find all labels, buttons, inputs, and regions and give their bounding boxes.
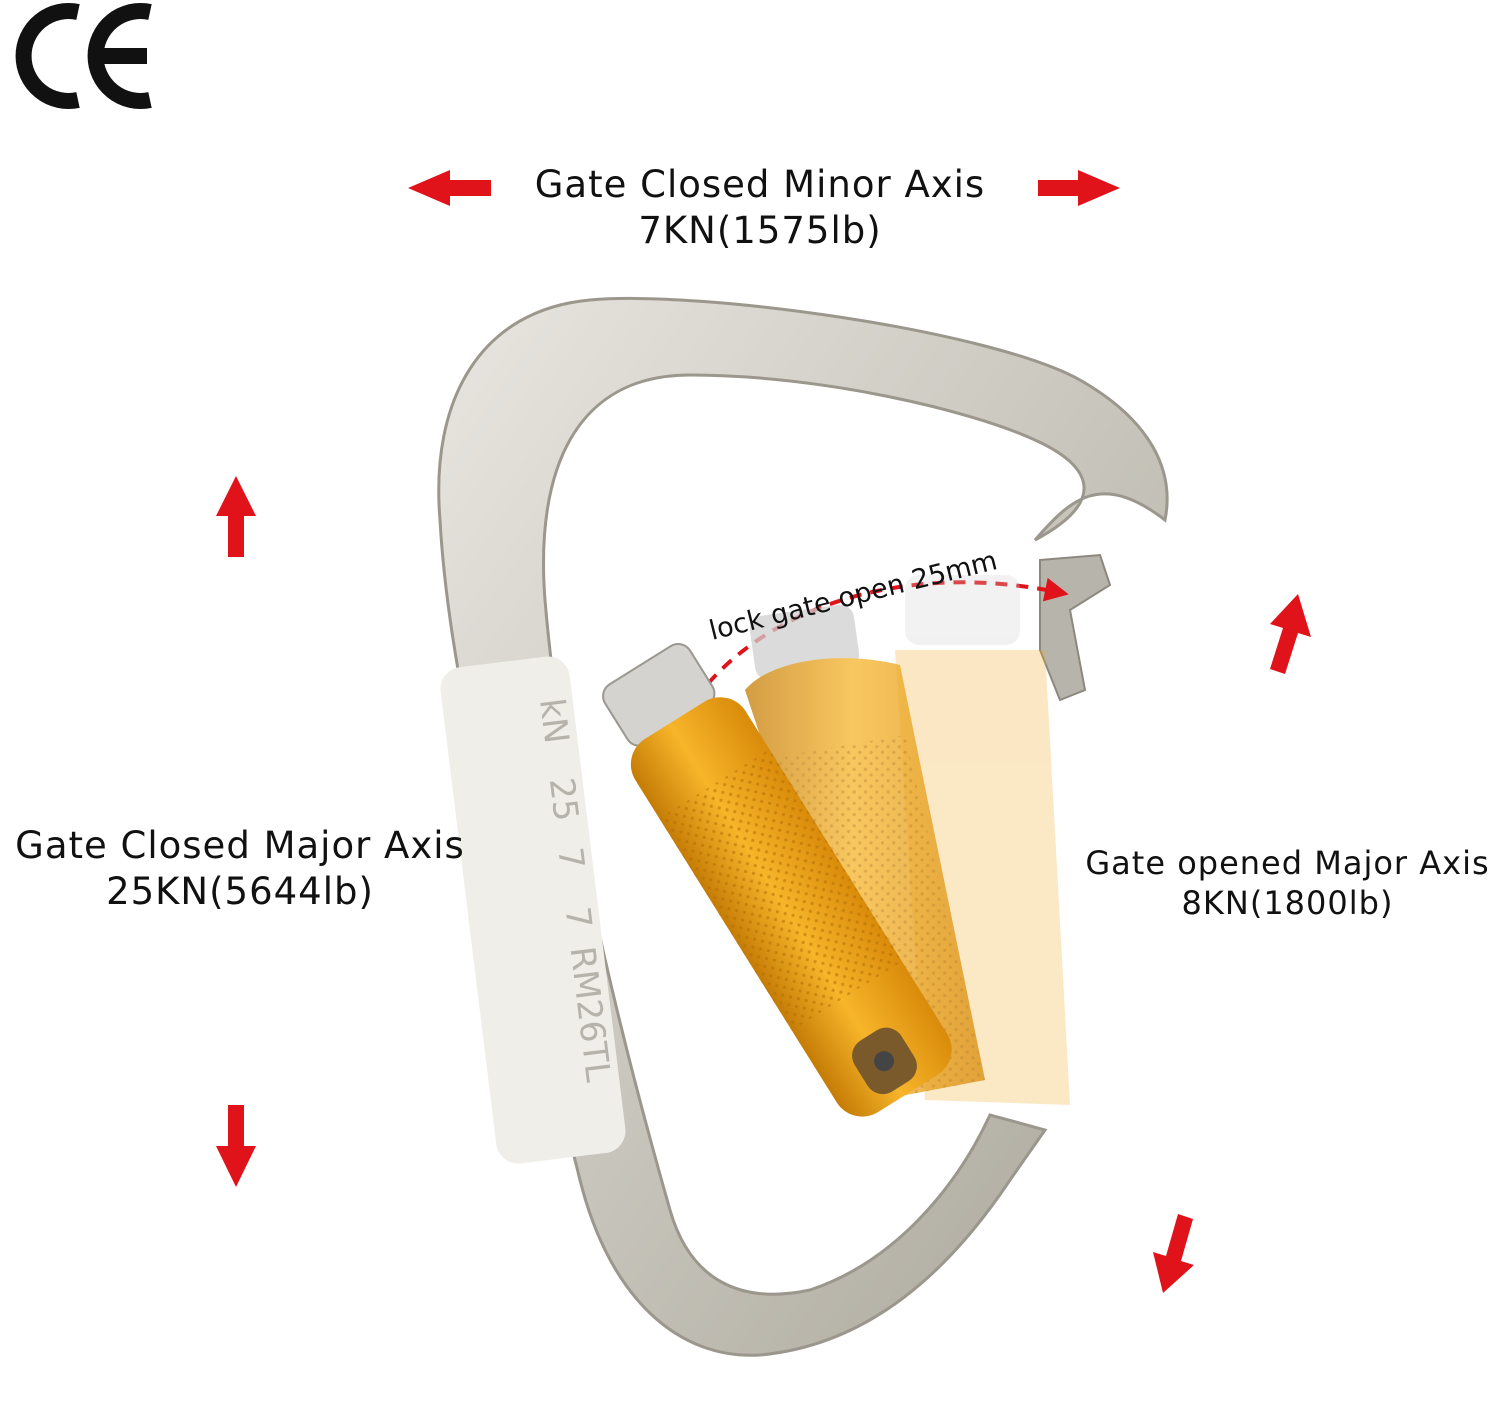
major-axis-label: Gate Closed Major Axis 25KN(5644lb) bbox=[0, 823, 480, 916]
major-axis-title: Gate Closed Major Axis bbox=[15, 824, 465, 867]
major-axis-arrows bbox=[216, 476, 256, 1187]
minor-axis-title: Gate Closed Minor Axis bbox=[534, 163, 986, 206]
minor-axis-label: Gate Closed Minor Axis 7KN(1575lb) bbox=[460, 162, 1060, 255]
gate-sleeve bbox=[602, 642, 952, 1117]
engraving-plate bbox=[440, 656, 626, 1164]
gate-open-title: Gate opened Major Axis bbox=[1085, 844, 1490, 882]
arrow-right-icon bbox=[1038, 170, 1120, 206]
arrow-up-icon bbox=[216, 476, 256, 557]
arrow-up-right-icon bbox=[1270, 594, 1311, 674]
arrow-left-icon bbox=[408, 170, 491, 206]
minor-axis-arrows bbox=[408, 170, 1120, 206]
svg-text:kN: kN bbox=[531, 696, 576, 746]
gate-open-arrows bbox=[1153, 594, 1311, 1293]
minor-axis-value: 7KN(1575lb) bbox=[638, 209, 882, 253]
svg-text:7: 7 bbox=[549, 845, 591, 871]
gate-open-value: 8KN(1800lb) bbox=[1181, 884, 1394, 922]
svg-text:7: 7 bbox=[557, 905, 599, 931]
arrow-down-left-icon bbox=[1153, 1214, 1194, 1293]
arrow-down-icon bbox=[216, 1105, 256, 1187]
gate-open-label: Gate opened Major Axis 8KN(1800lb) bbox=[1085, 843, 1490, 923]
svg-text:25: 25 bbox=[541, 776, 586, 824]
gate-travel-arc bbox=[693, 577, 1069, 702]
major-axis-value: 25KN(5644lb) bbox=[106, 870, 374, 914]
ce-mark-icon bbox=[15, 3, 152, 109]
